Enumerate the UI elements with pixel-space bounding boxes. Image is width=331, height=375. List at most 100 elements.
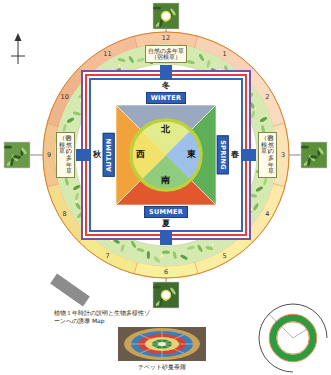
mandala-ring [131,331,193,357]
label-slot: 植物１年時計の説明と生物多様性ゾーンへの誘導 Map [54,309,152,325]
label-slot: 11 [103,50,111,57]
plant-zone-box: 自然の多年草（宿根草） [258,132,277,178]
label-slot: 1 [222,50,226,57]
month-number: 10 [61,93,69,100]
zone-text: 自然の多年草 [148,47,184,54]
leaf [74,192,79,201]
north-arrow [11,33,25,64]
leaf [263,177,268,186]
photo-ground [118,327,206,361]
month-number: 2 [265,93,269,100]
label-slot: 7 [105,253,109,260]
sand-mandala-photo [118,327,206,361]
mandala [43,32,289,278]
label-slot: 4 [265,210,269,217]
month-number: 7 [105,253,109,260]
square-frame [90,79,242,231]
outer-arc [259,304,327,372]
photo-leaf [4,146,12,149]
flower [75,200,78,203]
season-name: SUMMER [149,208,183,216]
photo-leaf [159,298,164,306]
ring-plan [259,304,327,372]
label-slot: 6 [164,269,168,276]
leaf [64,177,69,186]
leaf [147,251,150,259]
leaf [73,111,82,116]
zone-text: 自然の多年草 [268,135,274,175]
season-name: AUTUMN [105,138,113,172]
season-tab: AUTUMN [103,133,115,177]
plant-band [55,44,277,266]
ring-edge [269,314,317,362]
square-frame [86,75,246,235]
label-slot: 5 [222,253,226,260]
photo-leaf [13,155,21,159]
square-frame [82,71,250,239]
month-number: 9 [47,152,51,159]
mandala-ray [162,344,193,345]
month-number: 3 [281,152,285,159]
label-slot: 8 [63,210,67,217]
plant-photo [4,142,30,168]
leaf [128,55,135,64]
leaf [180,254,189,261]
season-kanji: 冬 [162,82,170,90]
season-tab: SPRING [217,135,229,174]
outer-ring [43,32,289,278]
leaf [136,247,145,252]
zone-text: （宿根草） [148,54,184,61]
leaf [130,240,137,249]
plant-zone-box: 自然の多年草（宿根草） [145,45,187,63]
zone-text: 自然の多年草 [66,135,72,175]
photo-frame [153,282,179,308]
gate-arm [241,149,256,161]
photo-frame [153,3,179,29]
leaf [172,251,177,260]
photo-leaf [310,155,318,159]
month-number: 1 [222,50,226,57]
direction-kanji: 北 [161,125,170,134]
direction-kanji: 西 [136,150,145,159]
label-slot: 夏 [162,220,170,228]
leaf [198,53,205,62]
month-number: 5 [222,253,226,260]
photo-leaf [307,158,312,166]
label-slot: 9 [47,152,51,159]
north-arrow-head [15,33,22,41]
gate-arm [160,230,172,245]
mandala-ray [162,335,184,344]
mandala-ring [124,328,200,360]
guide-line [166,278,167,282]
month-number: 8 [63,210,67,217]
photo-caption: チベット砂曼荼羅 [108,363,216,371]
photo-leaf [153,7,161,10]
photo-flower [162,12,171,21]
leaf [205,245,214,250]
photo-frame [301,142,327,168]
guide-line [30,155,43,156]
leaf [66,117,75,124]
leaf [251,110,256,119]
leaf [253,203,260,212]
inner-disc [75,64,257,246]
gate-arm [76,149,91,161]
photo-leaf [20,147,27,155]
direction-kanji: 東 [187,150,196,159]
leaf [197,244,204,253]
caption-slot: チベット砂曼荼羅 [108,363,216,371]
mandala-ray [140,335,162,344]
label-slot: 冬 [162,82,170,90]
month-number: 4 [265,210,269,217]
leaf [72,184,81,191]
month-number: 12 [162,35,170,42]
mandala-ray [162,344,184,353]
circle-rim [131,120,201,190]
month-number: 11 [103,50,111,57]
dimension-line [293,328,309,338]
photo-flower [162,291,171,300]
photo-leaf [159,19,164,27]
season-name: SPRING [219,140,227,169]
leaf [187,60,196,65]
mandala-ray [162,344,163,357]
